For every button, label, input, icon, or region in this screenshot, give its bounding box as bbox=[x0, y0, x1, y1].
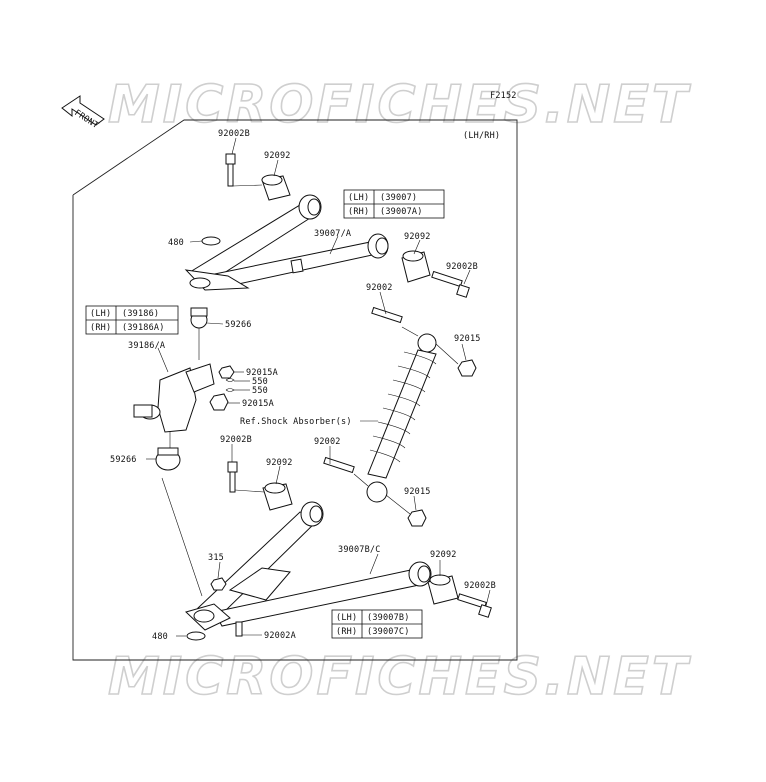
bolt-lower-left bbox=[227, 461, 265, 493]
table-upper-arm-r0c1: (39007) bbox=[380, 193, 417, 203]
part-labels: 92002B 92092 480 39007/A 92092 92002B 92… bbox=[110, 129, 496, 642]
ball-joint-lower bbox=[146, 447, 203, 597]
bolt-upper-right bbox=[431, 270, 470, 298]
ball-joint-upper bbox=[190, 307, 224, 360]
table-upper-arm-r0c0: (LH) bbox=[348, 193, 369, 203]
label-39007bc: 39007B/C bbox=[338, 545, 381, 555]
bushing-lower-right bbox=[427, 574, 459, 605]
bolt-lower-right bbox=[457, 593, 492, 618]
watermark-bottom: MICROFICHES.NET bbox=[108, 647, 691, 707]
label-92002a: 92002A bbox=[264, 631, 296, 641]
upper-a-arm bbox=[184, 194, 389, 291]
steering-knuckle bbox=[133, 363, 215, 448]
ref-note: Ref.Shock Absorber(s) bbox=[240, 417, 352, 427]
nut-shock-lower bbox=[385, 494, 427, 527]
table-upper-arm-r1c1: (39007A) bbox=[380, 207, 423, 217]
table-lower-arm-r0c0: (LH) bbox=[336, 613, 357, 623]
label-92092-upper-right: 92092 bbox=[404, 232, 431, 242]
label-92002-shock-lower: 92002 bbox=[314, 437, 341, 447]
bolt-upper-left bbox=[225, 153, 263, 187]
cotter-pins bbox=[225, 378, 250, 392]
bushing-lower-left bbox=[262, 482, 293, 511]
label-92002b-upper-left: 92002B bbox=[218, 129, 250, 139]
label-550-second: 550 bbox=[252, 386, 268, 396]
bolt-shock-upper bbox=[371, 306, 419, 337]
lower-a-arm bbox=[185, 501, 432, 631]
label-92002b-upper-right: 92002B bbox=[446, 262, 478, 272]
label-550-first: 550 bbox=[252, 377, 268, 387]
label-92015a-lower: 92015A bbox=[242, 399, 274, 409]
nut-shock-upper bbox=[435, 343, 477, 377]
label-92002-shock-upper: 92002 bbox=[366, 283, 393, 293]
table-knuckle-r0c1: (39186) bbox=[122, 309, 159, 319]
label-480-lower: 480 bbox=[152, 632, 168, 642]
figure-code: F2152 bbox=[490, 91, 517, 101]
nut-315 bbox=[210, 577, 227, 591]
side-note: (LH/RH) bbox=[463, 131, 500, 141]
table-upper-arm: (LH) (39007) (RH) (39007A) bbox=[343, 189, 445, 219]
circlip-lower bbox=[186, 631, 206, 641]
watermark-top: MICROFICHES.NET bbox=[108, 75, 691, 135]
table-lower-arm-r0c1: (39007B) bbox=[367, 613, 410, 623]
label-92015-lower: 92015 bbox=[404, 487, 431, 497]
front-arrow-icon: FRONT bbox=[61, 95, 105, 131]
table-knuckle-r0c0: (LH) bbox=[90, 309, 111, 319]
table-lower-arm: (LH) (39007B) (RH) (39007C) bbox=[331, 609, 423, 639]
label-92092-lower-right: 92092 bbox=[430, 550, 457, 560]
label-92002b-lower-left: 92002B bbox=[220, 435, 252, 445]
table-knuckle: (LH) (39186) (RH) (39186A) bbox=[85, 305, 179, 335]
label-92002b-lower-right: 92002B bbox=[464, 581, 496, 591]
label-92015a-upper: 92015A bbox=[246, 368, 278, 378]
bolt-shock-lower bbox=[323, 456, 369, 487]
label-39007a: 39007/A bbox=[314, 229, 351, 239]
bushing-upper-left bbox=[261, 174, 291, 201]
table-upper-arm-r1c0: (RH) bbox=[348, 207, 369, 217]
nut-knuckle-upper bbox=[218, 365, 235, 379]
label-39186a: 39186/A bbox=[128, 341, 165, 351]
bushing-upper-right bbox=[401, 250, 431, 283]
label-59266-lower: 59266 bbox=[110, 455, 137, 465]
label-480-upper: 480 bbox=[168, 238, 184, 248]
label-92092-upper-left: 92092 bbox=[264, 151, 291, 161]
table-knuckle-r1c1: (39186A) bbox=[122, 323, 165, 333]
table-lower-arm-r1c1: (39007C) bbox=[367, 627, 410, 637]
diagram-frame bbox=[72, 119, 518, 661]
shock-absorber bbox=[360, 333, 437, 503]
bolt-lower-bottom bbox=[235, 621, 262, 637]
label-92015-upper: 92015 bbox=[454, 334, 481, 344]
circlip-upper bbox=[189, 236, 221, 246]
table-lower-arm-r1c0: (RH) bbox=[336, 627, 357, 637]
leader-lines bbox=[157, 137, 491, 637]
label-92092-lower-left: 92092 bbox=[266, 458, 293, 468]
label-59266-upper: 59266 bbox=[225, 320, 252, 330]
nut-knuckle-lower bbox=[209, 393, 240, 411]
label-315: 315 bbox=[208, 553, 224, 563]
table-knuckle-r1c0: (RH) bbox=[90, 323, 111, 333]
